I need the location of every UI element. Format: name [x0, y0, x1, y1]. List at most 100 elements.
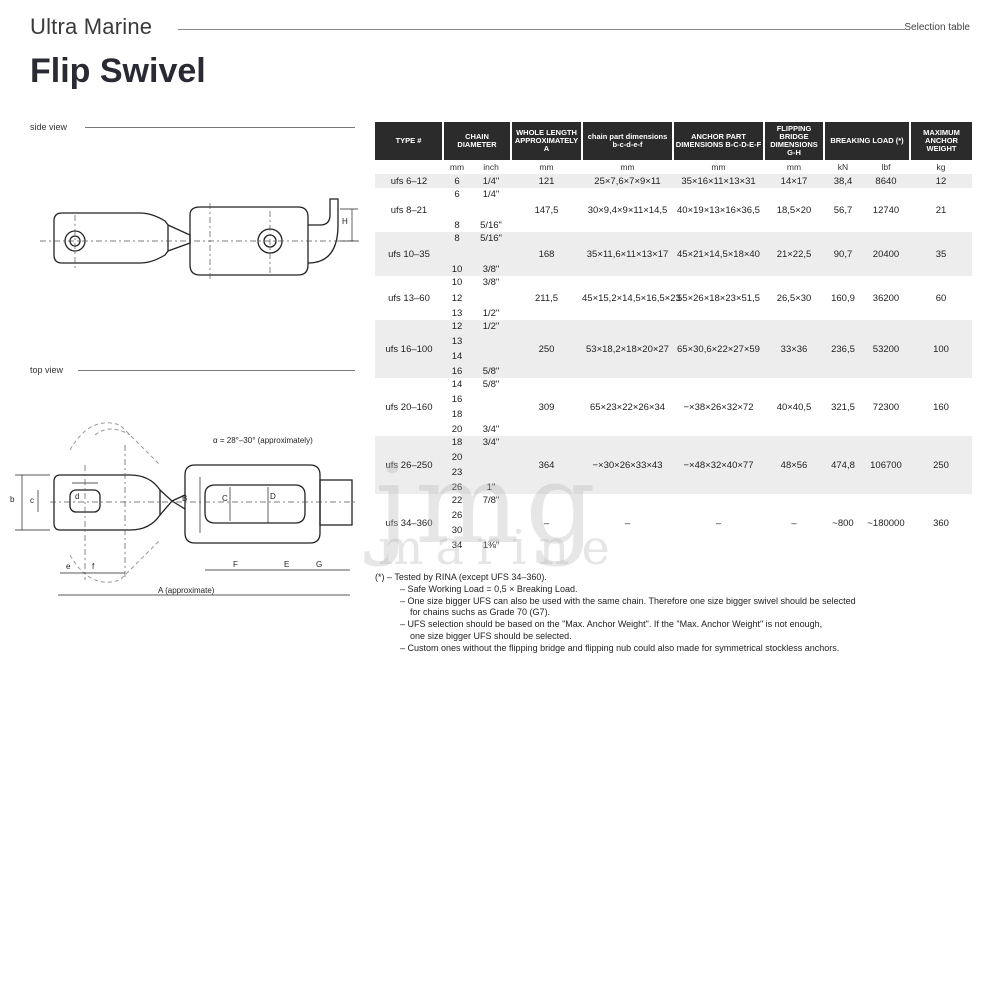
- cell-chain-inch: 3/8"1/2": [471, 276, 511, 320]
- cell-anchor-part: 35×16×11×13×31: [673, 174, 764, 188]
- cell-type: ufs 13–60: [388, 292, 430, 304]
- dim-A-label: A (approximate): [158, 586, 215, 595]
- cell-chain-inch: 1/2" 5/8": [471, 320, 511, 378]
- chain-inch-value: [471, 292, 511, 305]
- header-max-anchor-weight: MAXIMUM ANCHOR WEIGHT: [909, 122, 972, 160]
- dim-f-label: f: [92, 562, 95, 571]
- dim-b-label: b: [10, 495, 15, 504]
- cell-kn: 321,5: [831, 401, 855, 413]
- chain-inch-value: [471, 466, 511, 479]
- unit-chain-mm: mm: [620, 162, 635, 172]
- cell-kg: 100: [910, 320, 972, 378]
- note-line: (*) – Tested by RINA (except UFS 34–360)…: [375, 572, 547, 582]
- dim-F-label: F: [233, 560, 238, 569]
- cell-kn: ~800: [832, 517, 854, 529]
- cell-kg: 12: [910, 174, 972, 188]
- section-label: Selection table: [904, 22, 970, 33]
- dim-G-label: G: [316, 560, 323, 569]
- chain-mm-value: 10: [451, 277, 463, 288]
- top-view-drawing: [15, 422, 355, 596]
- cell-bridge: 48×56: [764, 436, 824, 494]
- chain-mm-value: 14: [451, 379, 463, 390]
- cell-length: –: [543, 517, 550, 529]
- cell-kn: 90,7: [824, 232, 862, 276]
- unit-kn: kN: [837, 162, 849, 172]
- dim-H-label: H: [342, 217, 348, 226]
- dim-D-label: D: [270, 492, 276, 501]
- chain-inch-value: [471, 248, 511, 261]
- cell-kn: 474,8: [824, 436, 862, 494]
- header-chain-part: chain part dimensions b-c-d-e-f: [581, 122, 673, 160]
- cell-bridge: 33×36: [764, 320, 824, 378]
- page-title: Flip Swivel: [30, 52, 206, 90]
- chain-mm-value: 26: [451, 482, 463, 493]
- chain-inch-value: 1⅜": [482, 540, 500, 551]
- unit-length-mm: mm: [539, 162, 554, 172]
- cell-type: ufs 16–100: [375, 320, 443, 378]
- cell-lbf: 53200: [862, 320, 910, 378]
- cell-kg: 35: [910, 232, 972, 276]
- chain-inch-value: [471, 408, 511, 421]
- cell-chain-mm: 8 10: [443, 232, 471, 276]
- chain-mm-value: 16: [451, 394, 463, 405]
- dim-c-label: c: [30, 496, 34, 505]
- cell-chain-inch: 5/16" 3/8": [471, 232, 511, 276]
- chain-mm-value: 10: [451, 264, 463, 275]
- cell-type: ufs 20–160: [385, 401, 433, 413]
- cell-lbf: 106700: [862, 436, 910, 494]
- chain-mm-value: 26: [451, 510, 463, 521]
- chain-inch-value: 3/8": [482, 264, 500, 275]
- top-view-label: top view: [30, 365, 64, 375]
- chain-inch-value: 5/8": [482, 366, 500, 377]
- chain-inch-value: 1/4": [482, 175, 500, 187]
- cell-length: 147,5: [534, 204, 559, 216]
- dim-e-label: e: [66, 562, 71, 571]
- chain-inch-value: 5/16": [480, 220, 502, 231]
- chain-mm-value: [443, 204, 471, 217]
- chain-mm-value: 18: [451, 409, 463, 420]
- cell-anchor-part: 45×21×14,5×18×40: [673, 232, 764, 276]
- chain-mm-value: 8: [454, 233, 460, 244]
- chain-inch-value: 1/4": [482, 189, 500, 200]
- cell-kn: 160,9: [831, 292, 855, 304]
- cell-anchor-part: 40×19×13×16×36,5: [677, 204, 760, 216]
- note-line: – Safe Working Load = 0,5 × Breaking Loa…: [400, 583, 578, 594]
- cell-anchor-part: −×38×26×32×72: [683, 401, 754, 413]
- dim-d-label: d: [75, 492, 80, 501]
- cell-length: 364: [511, 436, 582, 494]
- cell-kn: 236,5: [824, 320, 862, 378]
- unit-anchor-mm: mm: [711, 162, 726, 172]
- chain-mm-value: 12: [451, 292, 463, 304]
- cell-chain-part: 35×11,6×11×13×17: [582, 232, 673, 276]
- footnotes: (*) – Tested by RINA (except UFS 34–360)…: [375, 572, 856, 655]
- header-rule: [178, 29, 905, 30]
- cell-type: ufs 6–12: [375, 174, 443, 188]
- unit-kg: kg: [936, 162, 946, 172]
- header-breaking-load: BREAKING LOAD (*): [823, 122, 910, 160]
- chain-inch-value: [471, 393, 511, 406]
- chain-inch-value: 3/4": [482, 437, 500, 448]
- chain-mm-value: 22: [451, 495, 463, 506]
- chain-inch-value: 3/4": [482, 424, 500, 435]
- note-line: for chains suchs as Grade 70 (G7).: [410, 607, 551, 618]
- cell-chain-inch: 7/8" 1⅜": [471, 494, 511, 552]
- header-type: TYPE #: [375, 122, 443, 160]
- chain-inch-value: 7/8": [482, 495, 500, 506]
- selection-table: TYPE # CHAIN DIAMETER WHOLE LENGTH APPRO…: [375, 122, 972, 552]
- cell-length: 309: [538, 401, 555, 413]
- chain-mm-value: 34: [451, 540, 463, 551]
- chain-inch-value: 5/8": [482, 379, 500, 390]
- cell-chain-part: 45×15,2×14,5×16,5×23: [582, 292, 681, 304]
- header-chain-diameter: CHAIN DIAMETER: [442, 122, 511, 160]
- chain-inch-value: 5/16": [480, 233, 502, 244]
- chain-inch-value: 1/2": [482, 321, 500, 332]
- chain-mm-value: 20: [451, 424, 463, 435]
- unit-inch: inch: [483, 162, 499, 172]
- cell-chain-part: −×30×26×33×43: [582, 436, 673, 494]
- cell-kn: 56,7: [833, 204, 853, 216]
